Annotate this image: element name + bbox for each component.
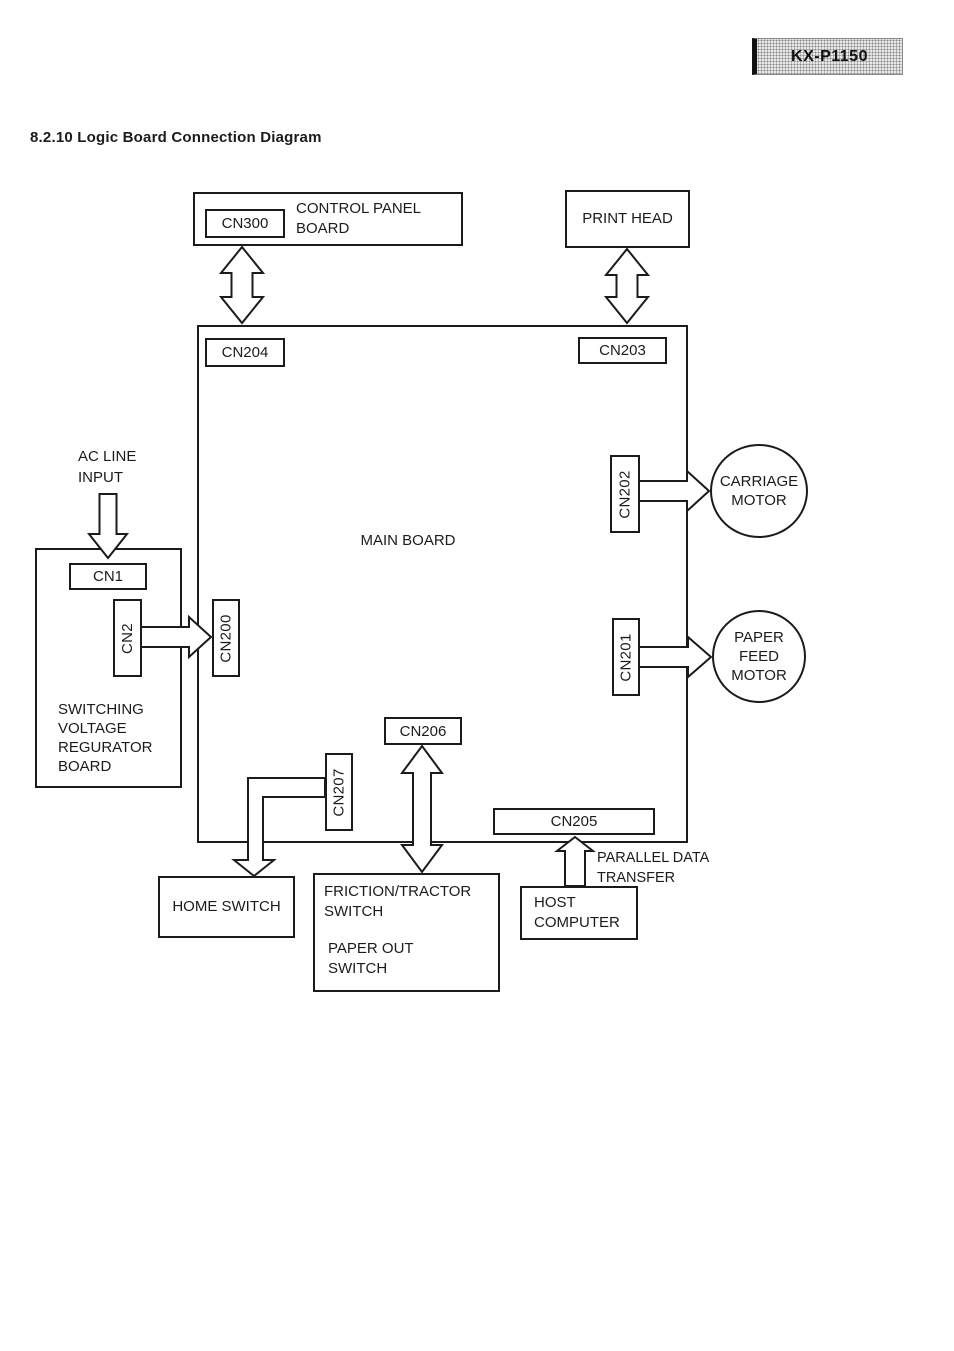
bidirectional-arrow-cn206-friction-switch (400, 744, 444, 874)
connector-cn201: CN201 (612, 618, 640, 696)
paper-out-switch-label: PAPER OUT SWITCH (328, 940, 414, 977)
friction-tractor-switch-label: FRICTION/TRACTOR SWITCH (324, 883, 472, 920)
switching-regulator-board-label: SWITCHING VOLTAGE REGURATOR BOARD (58, 701, 153, 775)
control-panel-board-label: CONTROL PANEL BOARD (296, 200, 422, 237)
connector-cn1: CN1 (69, 563, 147, 590)
connector-cn200-text: CN200 (217, 613, 235, 663)
right-arrow-cn2-cn200 (140, 614, 213, 660)
connector-cn201-text: CN201 (617, 632, 635, 682)
friction-tractor-paper-out-box (313, 873, 500, 992)
connector-cn2: CN2 (113, 599, 142, 677)
connector-cn205: CN205 (493, 808, 655, 835)
parallel-data-transfer-label: PARALLEL DATA TRANSFER (597, 850, 710, 886)
paper-feed-motor-circle: PAPER FEED MOTOR (712, 610, 806, 703)
connector-cn2-text: CN2 (119, 622, 137, 654)
connector-cn202: CN202 (610, 455, 640, 533)
model-badge: KX-P1150 (752, 38, 903, 75)
elbow-arrow-cn207-home-switch (231, 777, 326, 878)
connector-cn207-text: CN207 (330, 767, 348, 817)
connector-cn206: CN206 (384, 717, 462, 745)
main-board-label: MAIN BOARD (360, 532, 456, 549)
main-board-outline (197, 325, 688, 843)
carriage-motor-circle: CARRIAGE MOTOR (710, 444, 808, 538)
right-arrow-cn201-paper-feed-motor (638, 634, 713, 680)
connector-cn300: CN300 (205, 209, 285, 238)
model-badge-text: KX-P1150 (791, 47, 868, 65)
up-arrow-host-computer-cn205 (554, 835, 596, 887)
ac-line-input-label: AC LINE INPUT (78, 448, 137, 486)
page-title: 8.2.10 Logic Board Connection Diagram (30, 129, 322, 146)
print-head-box: PRINT HEAD (565, 190, 690, 248)
connector-cn207: CN207 (325, 753, 353, 831)
right-arrow-cn202-carriage-motor (638, 468, 711, 514)
connector-cn202-text: CN202 (616, 469, 634, 519)
bidirectional-arrow-control-panel-cn204 (218, 245, 266, 325)
bidirectional-arrow-print-head-cn203 (603, 247, 651, 325)
connector-cn200: CN200 (212, 599, 240, 677)
down-arrow-ac-line-cn1 (86, 493, 130, 560)
home-switch-box: HOME SWITCH (158, 876, 295, 938)
connector-cn203: CN203 (578, 337, 667, 364)
connector-cn204: CN204 (205, 338, 285, 367)
host-computer-box: HOST COMPUTER (520, 886, 638, 940)
